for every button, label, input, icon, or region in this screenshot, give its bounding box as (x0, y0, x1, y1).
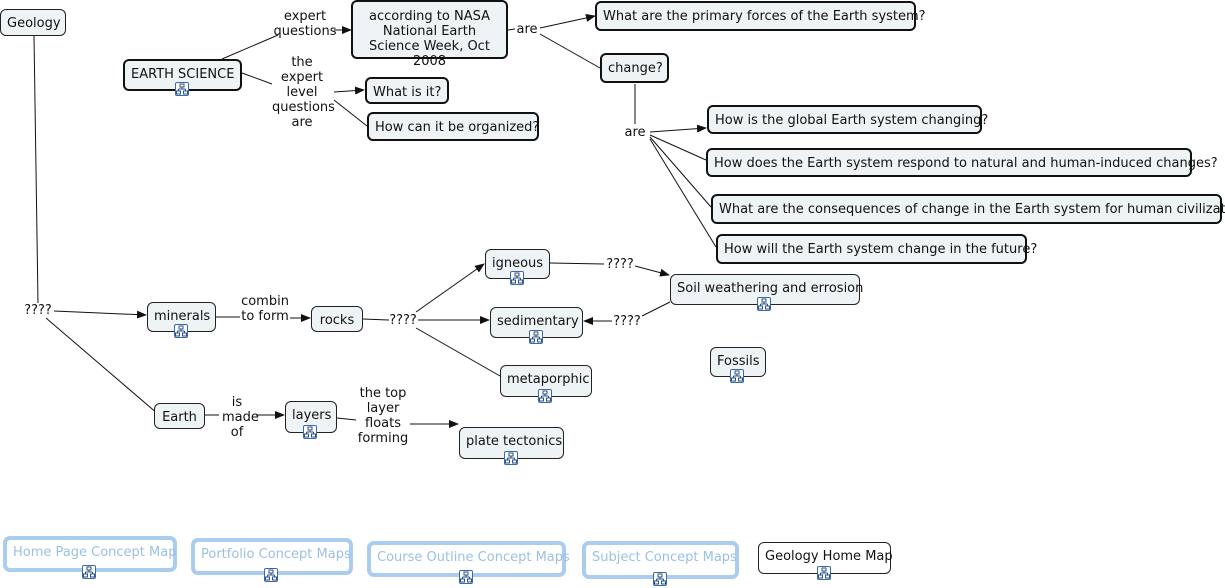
node-primary-forces[interactable]: What are the primary forces of the Earth… (595, 1, 926, 31)
node-nasa[interactable]: according to NASA National Earth Science… (351, 0, 508, 69)
concept-map-icon[interactable] (303, 425, 317, 439)
node-label: What are the consequences of change in t… (719, 202, 1225, 217)
node-metaporphic[interactable]: metaporphic (500, 365, 592, 403)
node-sedimentary[interactable]: sedimentary (490, 307, 583, 344)
node-label: change? (608, 61, 663, 76)
node-organized[interactable]: How can it be organized? (367, 112, 539, 141)
concept-map-icon[interactable] (264, 568, 278, 582)
node-label: What is it? (373, 85, 442, 100)
node-label: EARTH SCIENCE (131, 67, 235, 82)
node-igneous[interactable]: igneous (485, 249, 550, 285)
node-what-is-it[interactable]: What is it? (365, 77, 449, 104)
concept-map-icon[interactable] (757, 297, 771, 311)
node-label: plate tectonics (466, 434, 563, 449)
concept-map-icon[interactable] (82, 565, 96, 579)
nav-course-outline-concept-maps[interactable]: Course Outline Concept Maps (367, 541, 570, 584)
node-label: How is the global Earth system changing? (715, 113, 989, 128)
nav-label: Geology Home Map (765, 549, 893, 564)
node-label: igneous (492, 256, 544, 271)
nav-label: Home Page Concept Map (13, 545, 177, 560)
link-label-is-made-of: is made of (222, 395, 259, 440)
link-label-expert-level: the expert level questions are (272, 55, 335, 130)
nav-label: Subject Concept Maps (592, 550, 737, 565)
link-label-unknown: ???? (24, 303, 52, 318)
node-label: Soil weathering and errosion (677, 281, 864, 296)
link-label-unknown: ???? (389, 313, 417, 328)
link-label-are: are (624, 125, 646, 140)
concept-map-icon[interactable] (652, 572, 667, 586)
node-plate-tectonics[interactable]: plate tectonics (459, 427, 564, 465)
link-label-combin: combin to form (241, 294, 289, 324)
node-change[interactable]: change? (600, 53, 669, 83)
node-q-future[interactable]: How will the Earth system change in the … (716, 234, 1038, 264)
concept-map-icon[interactable] (509, 271, 524, 285)
nav-portfolio-concept-maps[interactable]: Portfolio Concept Maps (191, 538, 353, 582)
node-label: sedimentary (497, 314, 579, 329)
node-label: What are the primary forces of the Earth… (603, 9, 926, 24)
node-label: Earth (162, 410, 197, 425)
link-label-top-layer: the top layer floats forming (357, 386, 409, 446)
node-q-consequences[interactable]: What are the consequences of change in t… (711, 194, 1225, 224)
node-label: according to NASA National Earth Science… (368, 9, 490, 69)
concept-map-icon[interactable] (730, 369, 744, 383)
node-layers[interactable]: layers (285, 401, 337, 439)
link-label-expert-questions: expert questions (273, 9, 337, 39)
link-label-unknown: ???? (606, 257, 634, 272)
node-geology[interactable]: Geology (0, 9, 66, 36)
node-label: How will the Earth system change in the … (724, 242, 1038, 257)
concept-map-icon[interactable] (173, 324, 188, 338)
node-label: Fossils (717, 354, 760, 369)
nav-home-page-concept-map[interactable]: Home Page Concept Map (3, 536, 177, 579)
concept-map-icon[interactable] (538, 389, 552, 403)
node-label: rocks (319, 313, 355, 328)
link-label-are: are (516, 22, 538, 37)
node-fossils[interactable]: Fossils (710, 347, 766, 383)
node-earth[interactable]: Earth (154, 403, 205, 429)
concept-map-icon[interactable] (174, 82, 189, 96)
node-label: metaporphic (507, 372, 590, 387)
node-q-changing[interactable]: How is the global Earth system changing? (707, 105, 989, 134)
concept-map-icon[interactable] (816, 566, 831, 580)
node-rocks[interactable]: rocks (311, 306, 363, 332)
nav-label: Portfolio Concept Maps (201, 547, 351, 562)
node-q-respond[interactable]: How does the Earth system respond to nat… (706, 148, 1218, 177)
concept-map-icon[interactable] (458, 570, 473, 584)
node-label: Geology (7, 16, 61, 31)
node-earth-science[interactable]: EARTH SCIENCE (123, 59, 242, 96)
node-label: How does the Earth system respond to nat… (714, 156, 1218, 171)
node-label: How can it be organized? (375, 120, 540, 135)
link-label-unknown: ???? (613, 314, 641, 329)
nav-geology-home-map[interactable]: Geology Home Map (758, 542, 893, 580)
node-label: layers (292, 408, 332, 423)
concept-map-icon[interactable] (503, 451, 518, 465)
node-soil[interactable]: Soil weathering and errosion (670, 274, 864, 311)
node-label: minerals (154, 309, 211, 324)
node-minerals[interactable]: minerals (147, 302, 216, 338)
nav-label: Course Outline Concept Maps (377, 550, 570, 565)
concept-map-icon[interactable] (528, 330, 543, 344)
nav-subject-concept-maps[interactable]: Subject Concept Maps (582, 541, 739, 586)
